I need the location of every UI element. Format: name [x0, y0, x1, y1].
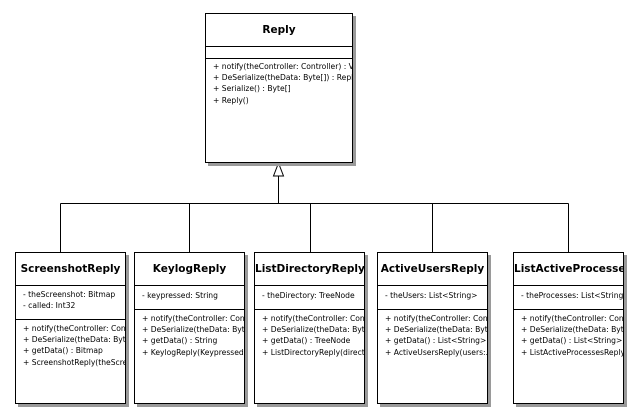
class-name: KeylogReply	[152, 263, 227, 275]
attribute: - keypressed: String	[142, 291, 218, 300]
operation: + notify(theController: Cont...	[385, 314, 487, 323]
class-name: ScreenshotReply	[20, 263, 121, 275]
operation: + notify(theController: Contr...	[262, 314, 364, 323]
operation: + KeylogReply(Keypressed:...	[142, 347, 244, 357]
operations-compartment: + notify(theController: Cont... + DeSeri…	[16, 319, 125, 368]
operation: + notify(theController: Controller) : Vo…	[213, 62, 352, 71]
class-listdirectoryreply[interactable]: ListDirectoryReply - theDirectory: TreeN…	[254, 252, 365, 404]
operation: + getData() : List<String>	[521, 336, 623, 346]
operation: + notify(theController: Cont...	[142, 314, 244, 323]
attribute: - called: Int32	[23, 301, 76, 311]
attribute: - theProcesses: List<String>	[521, 291, 623, 300]
class-activeusersreply[interactable]: ActiveUsersReply - theUsers: List<String…	[377, 252, 488, 404]
class-screenshotreply[interactable]: ScreenshotReply - theScreenshot: Bitmap …	[15, 252, 126, 404]
operation: + getData() : Bitmap	[23, 346, 103, 356]
attribute: - theScreenshot: Bitmap	[23, 290, 116, 299]
operations-compartment: + notify(theController: Contr... + DeSer…	[255, 309, 364, 358]
operation: + Serialize() : Byte[]	[213, 84, 291, 94]
operation: + getData() : List<String>	[385, 336, 487, 346]
operations-compartment: + notify(theController: Cont... + DeSeri…	[378, 309, 487, 358]
attributes-compartment: - theDirectory: TreeNode	[255, 285, 364, 309]
operation: + getData() : String	[142, 336, 218, 346]
class-name: ListDirectoryReply	[255, 263, 364, 275]
operation: + DeSerialize(theData: Byte[]) : Reply	[213, 73, 352, 83]
operation: + getData() : TreeNode	[262, 336, 351, 346]
attributes-compartment	[206, 46, 352, 58]
generalization-arrowhead	[272, 161, 285, 177]
operation: + ActiveUsersReply(users:...	[385, 347, 487, 357]
operation: + ListActiveProcessesReply(...	[521, 347, 623, 357]
attributes-compartment: - theUsers: List<String>	[378, 285, 487, 309]
attributes-compartment: - theProcesses: List<String>	[514, 285, 623, 309]
operations-compartment: + notify(theController: Controller) : Vo…	[206, 58, 352, 106]
operation: + DeSerialize(theData: Byte...	[521, 325, 623, 335]
operation: + DeSerialize(theData: Byte...	[142, 325, 244, 335]
class-listactiveprocessesreply[interactable]: ListActiveProcesses... - theProcesses: L…	[513, 252, 624, 404]
operation: + notify(theController: Cont...	[521, 314, 623, 323]
class-name: Reply	[262, 24, 296, 36]
operation: + DeSerialize(theData: Byte...	[262, 325, 364, 335]
operation: + DeSerialize(theData: Byte...	[23, 335, 125, 345]
attributes-compartment: - theScreenshot: Bitmap - called: Int32	[16, 285, 125, 319]
attribute: - theDirectory: TreeNode	[262, 291, 355, 300]
operation: + notify(theController: Cont...	[23, 324, 125, 333]
operation: + Reply()	[213, 95, 249, 105]
operations-compartment: + notify(theController: Cont... + DeSeri…	[135, 309, 244, 358]
class-reply[interactable]: Reply + notify(theController: Controller…	[205, 13, 353, 163]
operations-compartment: + notify(theController: Cont... + DeSeri…	[514, 309, 623, 358]
operation: + ScreenshotReply(theScre...	[23, 357, 125, 367]
attribute: - theUsers: List<String>	[385, 291, 478, 300]
operation: + DeSerialize(theData: Byte...	[385, 325, 487, 335]
class-name: ListActiveProcesses...	[514, 263, 623, 275]
attributes-compartment: - keypressed: String	[135, 285, 244, 309]
class-keylogreply[interactable]: KeylogReply - keypressed: String + notif…	[134, 252, 245, 404]
class-name: ActiveUsersReply	[380, 263, 485, 275]
operation: + ListDirectoryReply(directo...	[262, 347, 364, 357]
